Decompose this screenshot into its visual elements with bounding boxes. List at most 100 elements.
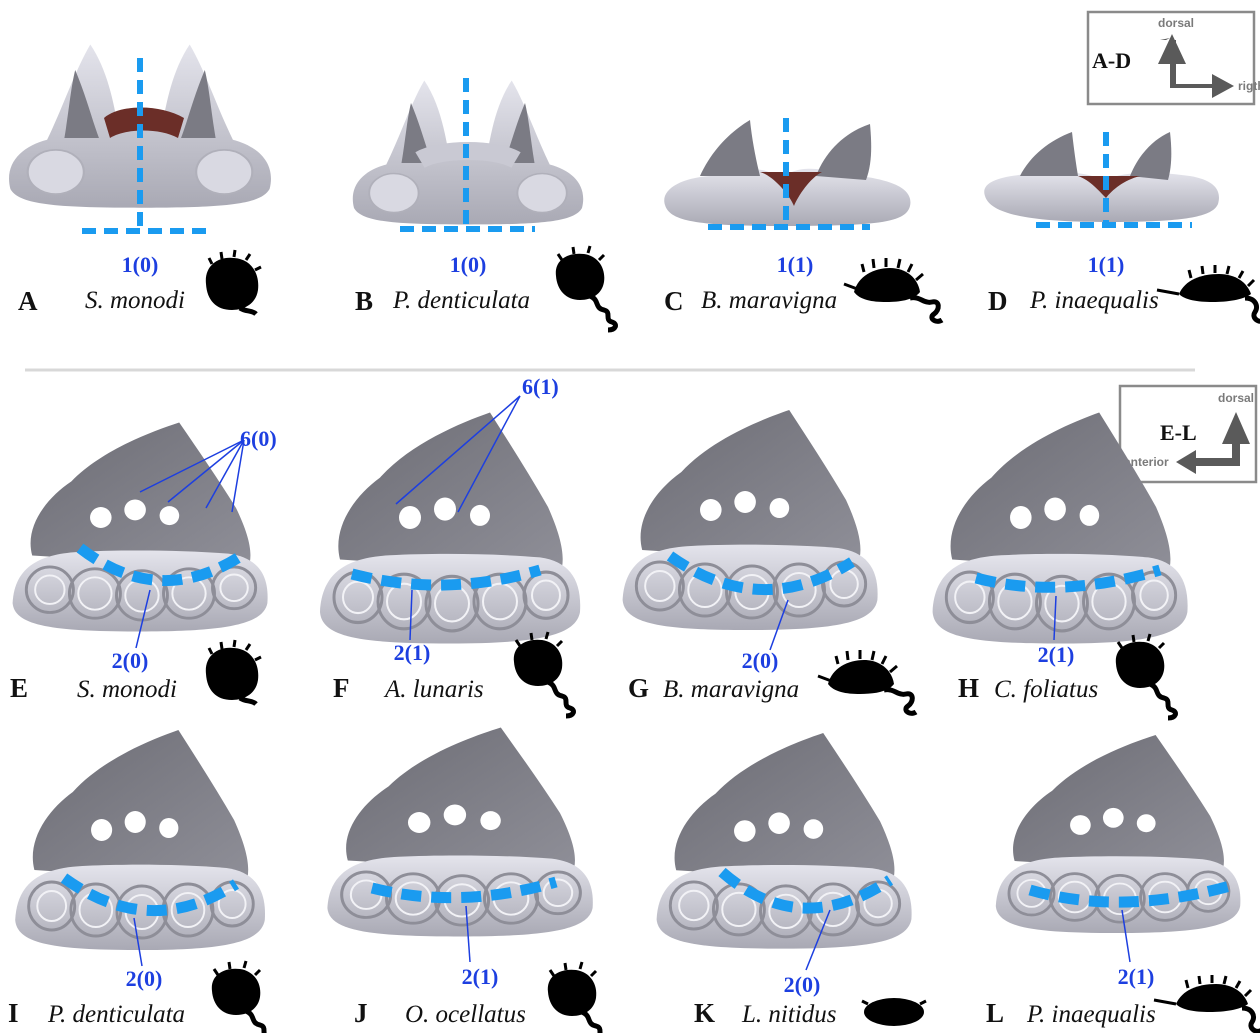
panel-letter-b: B <box>355 286 373 316</box>
panel-d: 1(1) D P. inaequalis <box>984 132 1260 321</box>
code-label-j: 2(1) <box>462 964 499 989</box>
code-label-d: 1(1) <box>1088 252 1125 277</box>
up-arrow-icon <box>1158 34 1186 64</box>
code-label-h: 2(1) <box>1038 642 1075 667</box>
species-name-i: P. denticulata <box>47 1001 185 1028</box>
curve-guide-f <box>350 564 542 591</box>
species-name-a: S. monodi <box>85 287 185 314</box>
round-tailed-icon <box>548 962 608 1033</box>
panel-letter-f: F <box>333 673 350 703</box>
orientation-up-a-d: dorsal <box>1158 16 1194 30</box>
panel-k: 2(0) K L. nitidus <box>655 731 928 1028</box>
orientation-box-e-l: E-L dorsal anterior <box>1118 384 1258 484</box>
leader-line-j <box>465 905 471 963</box>
crest-left-c <box>700 120 760 176</box>
crest-left-d <box>1020 132 1078 176</box>
skull-model-e <box>11 421 270 633</box>
orientation-label-e-l: E-L <box>1160 420 1197 445</box>
species-name-f: A. lunaris <box>383 676 484 703</box>
round-body-icon <box>206 640 261 704</box>
curve-guide-h <box>974 564 1162 593</box>
species-name-l: P. inaequalis <box>1026 1001 1156 1028</box>
code-label-k: 2(0) <box>784 972 821 997</box>
panel-letter-g: G <box>628 673 649 703</box>
curve-guide-k <box>718 867 894 914</box>
flat-spiny-icon <box>1157 265 1260 321</box>
leader-line-i <box>133 917 143 967</box>
curve-guide-i <box>60 873 239 917</box>
muscle-c <box>760 172 822 206</box>
left-arrow-icon <box>1176 444 1240 474</box>
code-label-b: 1(0) <box>450 252 487 277</box>
round-body-icon <box>206 250 261 314</box>
species-name-c: B. maravigna <box>701 287 837 314</box>
panel-letter-k: K <box>694 998 715 1028</box>
skull-model-j <box>325 725 595 939</box>
orientation-side-e-l: anterior <box>1124 455 1169 469</box>
skull-base-d <box>984 172 1219 222</box>
round-tailed-icon <box>212 961 272 1033</box>
leader-line-l <box>1121 909 1131 963</box>
panel-h: 2(1) H C. foliatus <box>931 410 1190 719</box>
code-label-a: 1(0) <box>122 252 159 277</box>
panel-letter-a: A <box>18 286 38 316</box>
code-label-g: 2(0) <box>742 648 779 673</box>
panel-i: 2(0) I P. denticulata <box>8 728 272 1033</box>
panel-f: 6(1) 2(1) F A. lunaris <box>318 374 582 716</box>
spiny-tailed-icon <box>818 650 916 713</box>
orientation-up-e-l: dorsal <box>1218 391 1254 405</box>
species-name-h: C. foliatus <box>994 676 1098 703</box>
panel-b: 1(0) B P. denticulata <box>351 78 616 330</box>
panel-l: 2(1) L P. inaequalis <box>986 733 1260 1031</box>
panel-letter-h: H <box>958 673 979 703</box>
panel-c: 1(1) C B. maravigna <box>664 118 942 321</box>
panel-letter-d: D <box>988 286 1008 316</box>
species-name-k: L. nitidus <box>741 1001 836 1028</box>
curve-guide-j <box>370 876 558 904</box>
skull-model-f <box>318 410 582 646</box>
code-label-f: 2(1) <box>394 640 431 665</box>
panel-letter-l: L <box>986 998 1004 1028</box>
orientation-label-a-d: A-D <box>1092 48 1131 73</box>
up-arrow-icon <box>1222 412 1250 444</box>
panel-letter-c: C <box>664 286 684 316</box>
panel-g: 2(0) G B. maravigna <box>621 408 916 713</box>
species-name-d: P. inaequalis <box>1029 287 1159 314</box>
species-name-g: B. maravigna <box>663 676 799 703</box>
code-label-i: 2(0) <box>126 966 163 991</box>
code-label-l: 2(1) <box>1118 964 1155 989</box>
species-name-e: S. monodi <box>77 676 177 703</box>
code-label-extra-f: 6(1) <box>522 374 559 399</box>
species-name-j: O. ocellatus <box>405 1001 526 1028</box>
panel-a: 1(0) A S. monodi <box>7 43 273 316</box>
skull-model-g <box>621 408 880 632</box>
skull-model-i <box>13 728 267 952</box>
leader-line-k <box>805 909 831 971</box>
panel-letter-e: E <box>10 673 28 703</box>
leader-lines-f <box>395 395 521 641</box>
orientation-side-a-d: rigth <box>1238 79 1260 93</box>
flat-spiny-icon <box>1154 975 1260 1031</box>
crest-right-d <box>1130 132 1172 180</box>
code-label-e: 2(0) <box>112 648 149 673</box>
skull-model-k <box>655 731 914 951</box>
muscle-a <box>104 107 184 138</box>
crest-right-c <box>816 124 872 180</box>
leader-lines-e <box>135 439 245 649</box>
panel-e: 6(0) 2(0) E S. monodi <box>10 421 277 705</box>
orientation-box-a-d: A-D dorsal rigth <box>1086 10 1260 106</box>
skull-model-l <box>994 733 1242 935</box>
oval-body-icon <box>860 996 928 1028</box>
panel-j: 2(1) J O. ocellatus <box>325 725 608 1033</box>
code-label-c: 1(1) <box>777 252 814 277</box>
species-name-b: P. denticulata <box>392 287 530 314</box>
round-tailed-icon <box>1116 634 1176 718</box>
curve-guide-g <box>666 551 855 596</box>
leader-line-g <box>769 599 789 651</box>
panel-letter-i: I <box>8 998 19 1028</box>
round-tailed-icon <box>556 246 616 330</box>
code-label-extra-e: 6(0) <box>240 426 277 451</box>
axis-arrows-a-d <box>1160 38 1234 98</box>
spiny-tailed-icon <box>844 258 942 321</box>
